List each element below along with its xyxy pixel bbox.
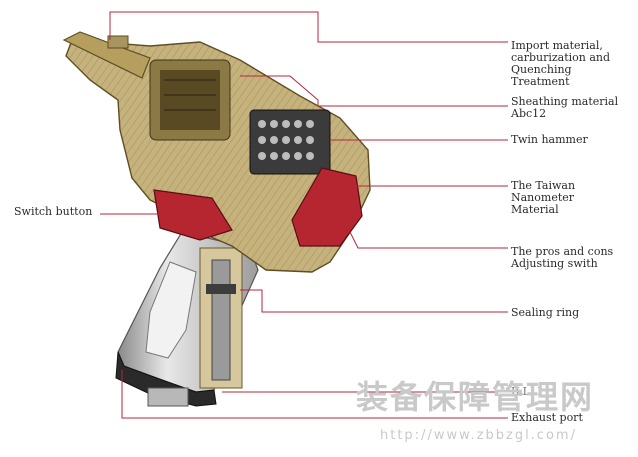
label-pros-cons-switch: The pros and cons Adjusting swith: [511, 245, 614, 270]
label-sealing-ring: Sealing ring: [511, 306, 580, 319]
leader-sheathing: [240, 75, 508, 107]
exhaust-port-part: [147, 387, 189, 407]
anvil-shaft: [62, 31, 151, 79]
label-import-material: Import material, carburization and Quenc…: [511, 39, 611, 88]
handle-base: [115, 351, 217, 407]
main-housing: [65, 39, 371, 273]
label-sheathing-material: Sheathing material Abc12: [511, 95, 619, 120]
leader-lines: [100, 11, 508, 419]
label-nanometer-material: The Taiwan Nanometer Material: [511, 179, 576, 216]
label-twin-hammer: Twin hammer: [511, 133, 588, 146]
label-hidden: ILLLI: [511, 385, 542, 398]
switch-button-part: [153, 189, 233, 241]
label-switch-button: Switch button: [14, 205, 93, 218]
leader-exhaust: [121, 370, 508, 419]
watermark-text: 装备保障管理网: [356, 378, 595, 416]
label-exhaust-port: Exhaust port: [511, 411, 583, 424]
leader-pros-cons: [349, 231, 508, 249]
watermark-url: http://www.zbbzgl.com/: [380, 428, 577, 443]
valve-rod: [211, 259, 231, 381]
hammer-balls: [258, 120, 314, 160]
exploded-top: [107, 35, 129, 49]
handle-inner: [145, 261, 197, 359]
leader-sealing: [240, 289, 508, 313]
rotor: [160, 70, 220, 130]
sealing-ring-part: [206, 284, 236, 294]
leader-import: [109, 11, 508, 43]
nanometer-material-part: [291, 167, 363, 247]
